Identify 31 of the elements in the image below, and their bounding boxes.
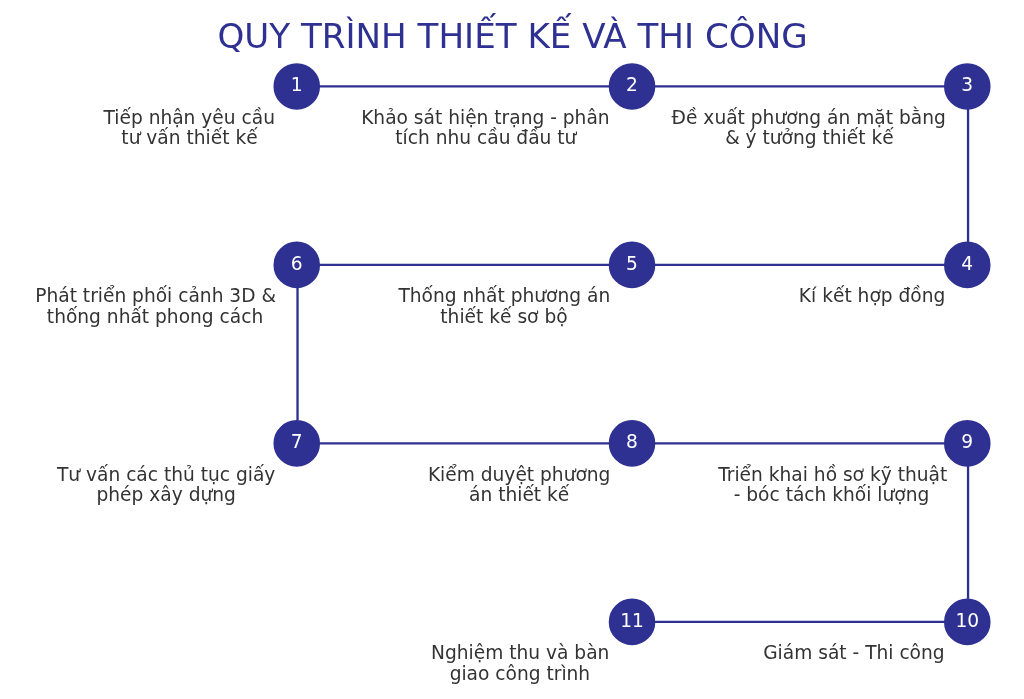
connector <box>966 466 969 599</box>
connector <box>654 85 944 88</box>
node-label: Kí kết hợp đồng <box>798 285 945 307</box>
diagram-title: QUY TRÌNH THIẾT KẾ VÀ THI CÔNG <box>216 15 808 56</box>
node-label: Nghiệm thu và bàn giao công trình <box>430 642 609 684</box>
node-circle: 10 <box>943 598 991 646</box>
node-circle: 3 <box>943 63 991 110</box>
connector <box>966 109 969 242</box>
node-label: Khảo sát hiện trạng - phân tích nhu cầu đầu tư <box>360 106 610 148</box>
node-circle: 8 <box>608 420 655 467</box>
connector <box>318 442 609 445</box>
node-circle: 2 <box>608 63 655 110</box>
node-label: Tiếp nhận yêu cầu tư vấn thiết kế <box>103 106 275 148</box>
node-circle: 7 <box>272 420 320 467</box>
node-circle: 6 <box>272 241 320 289</box>
node-circle: 1 <box>272 63 320 110</box>
node-circle: 5 <box>608 241 655 289</box>
connector <box>654 442 944 445</box>
connector <box>654 620 945 624</box>
node-label: Kiểm duyệt phương án thiết kế <box>427 463 610 505</box>
node-label: Giám sát - Thi công <box>762 642 945 664</box>
node-label: Đề xuất phương án mặt bằng & ý tưởng thiết kế <box>671 106 946 148</box>
node-circle: 4 <box>943 241 991 289</box>
node-label: Thống nhất phương án thiết kế sơ bộ <box>397 285 610 327</box>
node-label: Tư vấn các thủ tục giấy phép xây dựng <box>56 463 275 505</box>
node-circle: 9 <box>943 420 991 467</box>
node-circle: 11 <box>608 598 655 646</box>
connector <box>654 263 945 267</box>
connector <box>295 287 299 421</box>
connector <box>318 85 609 88</box>
connector <box>319 263 609 267</box>
